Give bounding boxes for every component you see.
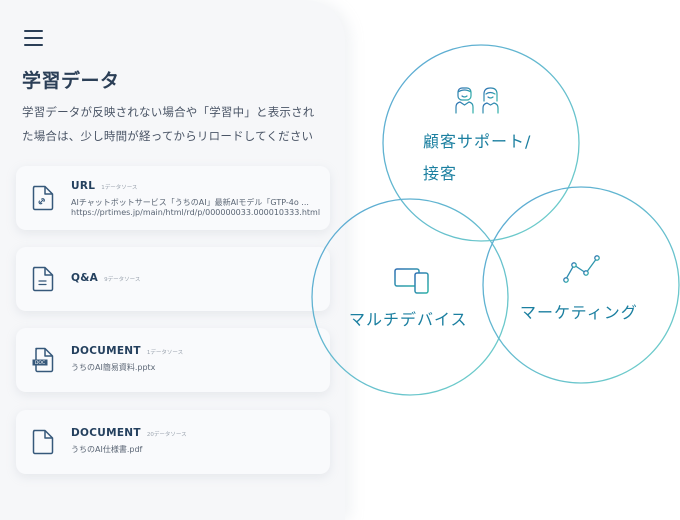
source-card-document-pptx[interactable]: DOC DOCUMENT 1データソース うちのAI簡易資料.pptx (16, 328, 330, 392)
source-count: 1データソース (101, 185, 138, 191)
source-type: DOCUMENT (71, 427, 141, 439)
multi-device-circle (311, 198, 509, 396)
source-type: DOCUMENT (71, 345, 141, 357)
source-filename: うちのAI仕様書.pdf (71, 445, 143, 454)
svg-text:DOC: DOC (35, 360, 45, 366)
source-filename: うちのAI簡易資料.pptx (71, 363, 156, 372)
source-card-qa[interactable]: Q&A 9データソース (16, 247, 330, 311)
page-title: 学習データ (22, 70, 120, 92)
source-type: Q&A (71, 272, 99, 284)
source-count: 1データソース (146, 350, 184, 356)
file-link-icon (32, 185, 54, 211)
source-card-document-pdf[interactable]: DOCUMENT 20データソース うちのAI仕様書.pdf (16, 410, 330, 474)
file-doc-icon: DOC (32, 347, 54, 373)
page-description: 学習データが反映されない場合や「学習中」と表示され た場合は、少し時間が経ってか… (22, 105, 315, 143)
learning-data-panel: 学習データ 学習データが反映されない場合や「学習中」と表示され た場合は、少し時… (16, 30, 330, 474)
source-count: 20データソース (146, 432, 187, 438)
source-url[interactable]: https://prtimes.jp/main/html/rd/p/000000… (71, 208, 321, 217)
file-text-icon (32, 266, 54, 292)
customer-support-circle (382, 44, 580, 242)
feature-circles (311, 44, 680, 396)
customer-support-people-icon (455, 87, 499, 114)
multi-device-icon (394, 268, 429, 294)
file-icon (32, 429, 54, 455)
feature-label-customer-support: 顧客サポート/ 接客 (423, 132, 532, 183)
feature-label-marketing: マーケティング (520, 303, 638, 322)
marketing-circle (482, 186, 680, 384)
source-title: AIチャットボットサービス「うちのAI」最新AIモデル「GTP-4o ... (71, 198, 309, 207)
hamburger-menu-icon[interactable] (24, 30, 43, 46)
source-count: 9データソース (104, 277, 141, 283)
trend-line-chart-icon (563, 255, 600, 283)
source-type: URL (71, 180, 96, 192)
source-card-url[interactable]: URL 1データソース AIチャットボットサービス「うちのAI」最新AIモデル「… (16, 166, 330, 230)
feature-label-multi-device: マルチデバイス (349, 310, 468, 329)
